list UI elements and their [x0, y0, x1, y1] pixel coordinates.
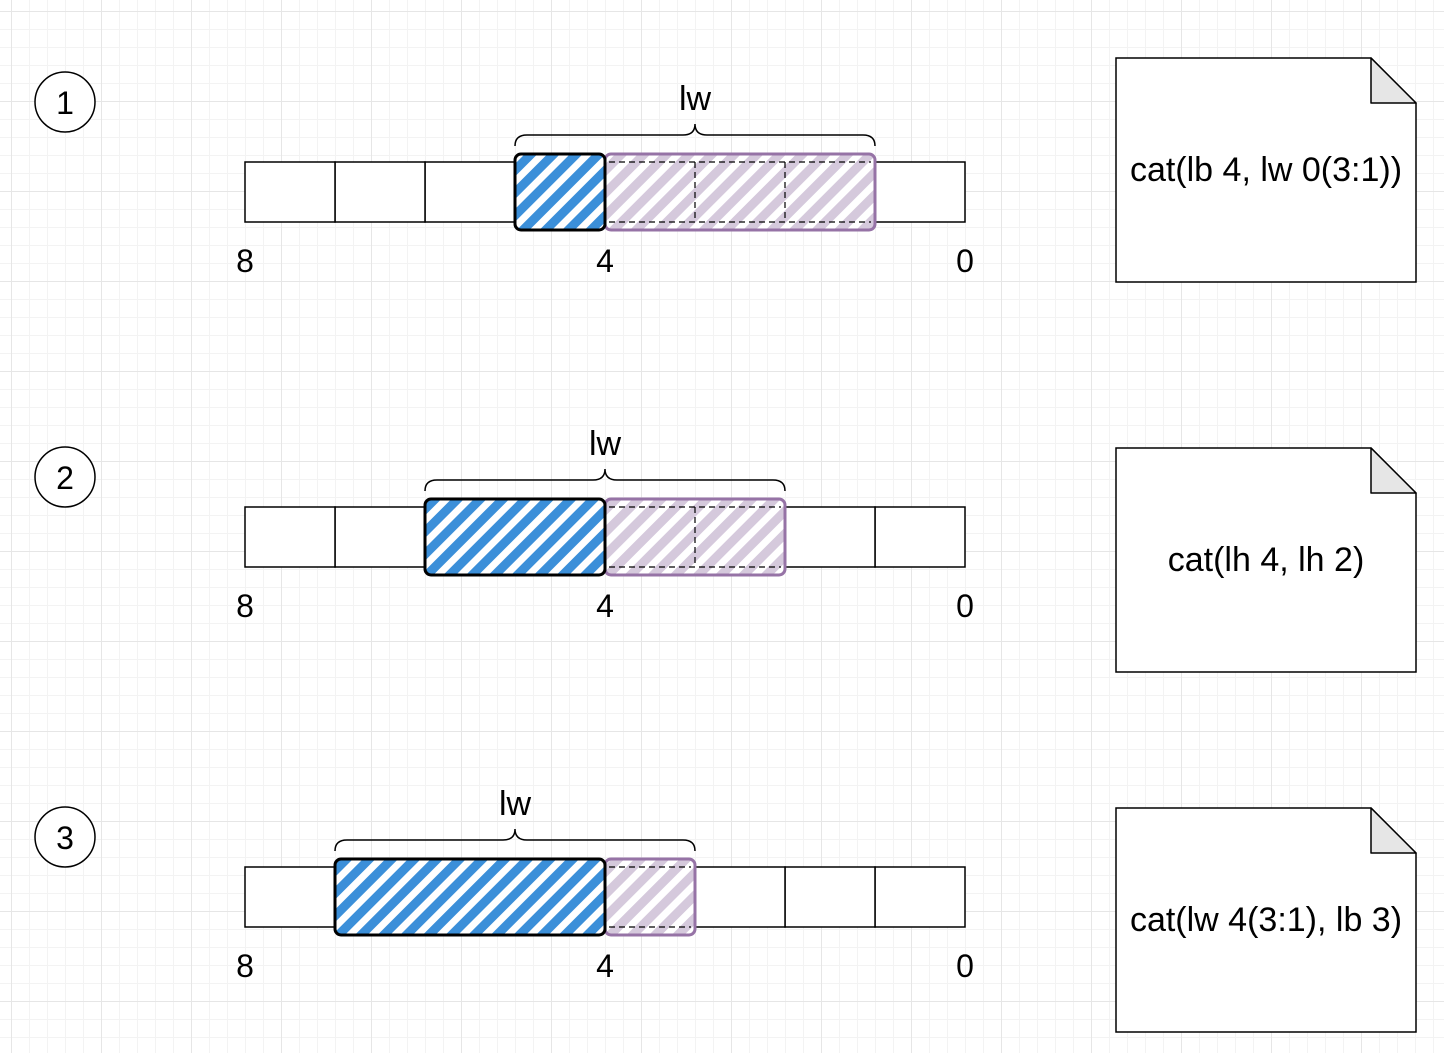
blue-hatched-block [423, 497, 607, 577]
bit-label-0: 0 [956, 243, 974, 279]
note-fold-1 [1370, 57, 1417, 104]
register-cell [424, 161, 516, 223]
register-cell [784, 866, 876, 928]
note-shape-1 [1115, 57, 1417, 283]
step-number: 1 [56, 85, 74, 121]
register-cell [784, 506, 876, 568]
curly-brace [334, 828, 696, 852]
note-shape-3 [1115, 807, 1417, 1033]
register-cell [244, 161, 336, 223]
note-fold-3 [1370, 807, 1417, 854]
register-cell [694, 866, 786, 928]
step-number: 2 [56, 460, 74, 496]
register-cell [874, 161, 966, 223]
row-1: 1 lw 8 4 0 [34, 71, 974, 279]
note-text-2: cat(lh 4, lh 2) [1167, 540, 1365, 579]
bit-label-0: 0 [956, 588, 974, 624]
blue-hatched-block [333, 857, 607, 937]
register-cell [244, 866, 336, 928]
bit-label-4: 4 [596, 948, 614, 984]
purple-hatched-block [603, 152, 877, 232]
register-cell [334, 161, 426, 223]
bit-label-8: 8 [236, 243, 254, 279]
brace-label: lw [589, 425, 622, 463]
curly-brace [424, 468, 786, 492]
row-2: 2 lw 8 4 0 [34, 425, 974, 624]
step-number: 3 [56, 820, 74, 856]
note-text-1: cat(lb 4, lw 0(3:1)) [1129, 150, 1403, 189]
register-cell [244, 506, 336, 568]
step-circle [34, 446, 96, 508]
note-text-3: cat(lw 4(3:1), lb 3) [1129, 900, 1403, 939]
purple-hatched-block [603, 857, 697, 937]
blue-hatched-block [513, 152, 607, 232]
step-circle [34, 71, 96, 133]
curly-brace [514, 123, 876, 147]
note-shape-2 [1115, 447, 1417, 673]
register-cell [874, 866, 966, 928]
register-cell [874, 506, 966, 568]
step-circle [34, 806, 96, 868]
row-3: 3 lw 8 4 0 [34, 785, 974, 984]
brace-label: lw [679, 80, 712, 118]
bit-label-4: 4 [596, 243, 614, 279]
brace-label: lw [499, 785, 532, 823]
bit-label-4: 4 [596, 588, 614, 624]
bit-label-8: 8 [236, 588, 254, 624]
dashed-cell-dividers [609, 161, 871, 223]
note-shapes [1115, 57, 1417, 1033]
bit-label-0: 0 [956, 948, 974, 984]
register-cell [334, 506, 426, 568]
bit-label-8: 8 [236, 948, 254, 984]
note-fold-2 [1370, 447, 1417, 494]
